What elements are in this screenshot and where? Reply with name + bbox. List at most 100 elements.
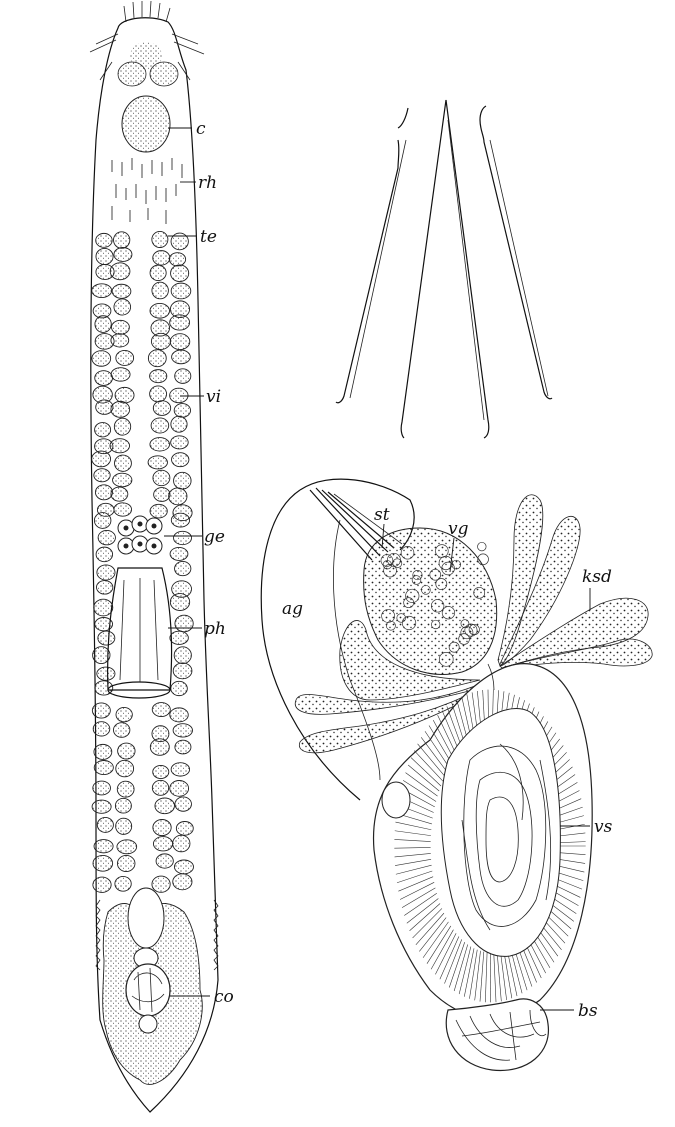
vitelline-follicle bbox=[152, 400, 172, 416]
vitelline-follicle bbox=[92, 876, 112, 893]
vitelline-follicle bbox=[171, 452, 190, 468]
granule bbox=[460, 619, 470, 628]
wall-striation bbox=[422, 921, 449, 958]
label-ge: ge bbox=[204, 527, 225, 547]
granule bbox=[396, 613, 406, 623]
wall-striation bbox=[458, 946, 472, 995]
vitelline-follicle bbox=[168, 487, 188, 506]
granule bbox=[412, 569, 423, 581]
vitelline-follicle bbox=[169, 780, 190, 797]
wall-striation bbox=[395, 821, 432, 831]
vitelline-follicle bbox=[149, 503, 168, 519]
vitelline-follicle bbox=[173, 646, 192, 665]
vitelline-follicle bbox=[170, 232, 189, 251]
vitelline-follicle bbox=[114, 797, 132, 814]
granule bbox=[429, 568, 442, 581]
vitelline-follicle bbox=[93, 760, 114, 775]
head-bristles bbox=[89, 0, 205, 81]
vitelline-follicle bbox=[109, 262, 131, 281]
vitelline-follicle bbox=[92, 854, 114, 872]
vitelline-follicle bbox=[93, 743, 113, 760]
vitelline-follicle bbox=[151, 702, 171, 717]
vitelline-follicle bbox=[113, 247, 133, 262]
wall-striation bbox=[430, 929, 454, 970]
vitelline-follicle bbox=[92, 721, 111, 737]
vitelline-follicle bbox=[114, 875, 132, 892]
vitelline-follicle bbox=[92, 780, 111, 796]
vitelline-follicle bbox=[116, 780, 135, 798]
label-te: te bbox=[200, 227, 217, 247]
vitelline-follicle bbox=[169, 707, 189, 723]
vitelline-follicle bbox=[149, 437, 170, 452]
vitelline-follicle bbox=[149, 385, 168, 403]
granule bbox=[405, 588, 420, 603]
granule bbox=[387, 552, 401, 567]
label-st: st bbox=[374, 505, 390, 525]
wall-striation bbox=[395, 864, 432, 875]
head-glands bbox=[117, 42, 179, 87]
label-vi: vi bbox=[206, 387, 221, 407]
vitelline-follicle bbox=[174, 561, 192, 577]
vitelline-follicle bbox=[152, 819, 172, 837]
wall-striation bbox=[424, 731, 450, 769]
granule bbox=[435, 578, 448, 590]
granule bbox=[438, 555, 453, 571]
vitelline-follicle bbox=[95, 399, 114, 415]
granule bbox=[380, 554, 394, 567]
granule bbox=[392, 558, 403, 569]
wall-striation bbox=[426, 925, 452, 964]
stylets bbox=[335, 99, 553, 439]
granule bbox=[386, 620, 396, 631]
vitelline-follicle bbox=[95, 232, 113, 248]
vitelline-follicle bbox=[97, 630, 116, 646]
granule bbox=[458, 633, 470, 645]
wall-striation bbox=[448, 941, 465, 988]
vitelline-follicle bbox=[149, 369, 168, 384]
vitelline-follicle bbox=[151, 281, 169, 300]
vitelline-follicle bbox=[115, 350, 135, 366]
vitelline-follicle bbox=[174, 796, 192, 812]
wall-striation bbox=[409, 903, 441, 931]
wall-striation bbox=[500, 950, 507, 1001]
granule bbox=[383, 563, 397, 578]
vitelline-follicle bbox=[111, 319, 130, 335]
vitelline-follicle bbox=[170, 282, 192, 300]
wall-striation bbox=[474, 950, 481, 1001]
vitelline-follicle bbox=[110, 486, 129, 502]
wall-striation bbox=[413, 750, 444, 782]
granule bbox=[431, 619, 441, 630]
vitelline-follicle bbox=[115, 707, 133, 723]
wall-striation bbox=[419, 917, 447, 952]
vitelline-follicle bbox=[169, 333, 191, 351]
vitelline-follicle bbox=[172, 873, 193, 891]
vitelline-follicle bbox=[94, 617, 114, 632]
granule bbox=[400, 545, 415, 560]
vitelline-follicle bbox=[114, 454, 132, 472]
vitelline-follicle bbox=[117, 742, 136, 760]
vitelline-follicle bbox=[95, 247, 114, 265]
wall-striation bbox=[394, 853, 431, 858]
vitelline-follicle bbox=[109, 438, 130, 454]
label-rh: rh bbox=[198, 173, 217, 193]
vitelline-follicle bbox=[94, 422, 112, 438]
granule bbox=[477, 541, 487, 552]
vitelline-follicle bbox=[170, 512, 191, 528]
vitelline-follicle bbox=[114, 386, 135, 404]
cerebrum bbox=[121, 95, 171, 153]
vitelline-follicle bbox=[153, 836, 174, 852]
vitelline-follicle bbox=[149, 738, 170, 756]
vitelline-follicle bbox=[150, 332, 171, 350]
vitelline-follicle bbox=[174, 859, 194, 875]
label-ksd: ksd bbox=[582, 567, 612, 587]
vitelline-follicle bbox=[152, 764, 170, 779]
label-vs: vs bbox=[594, 817, 613, 837]
vitelline-follicle bbox=[110, 333, 130, 348]
label-vg: vg bbox=[448, 519, 469, 539]
wall-striation bbox=[396, 870, 433, 884]
vitelline-follicle bbox=[170, 762, 191, 777]
vitelline-follicle bbox=[150, 417, 170, 434]
wall-striation bbox=[406, 898, 439, 924]
wall-striation bbox=[503, 949, 513, 999]
granule bbox=[421, 585, 431, 595]
label-bs: bs bbox=[578, 1001, 598, 1021]
